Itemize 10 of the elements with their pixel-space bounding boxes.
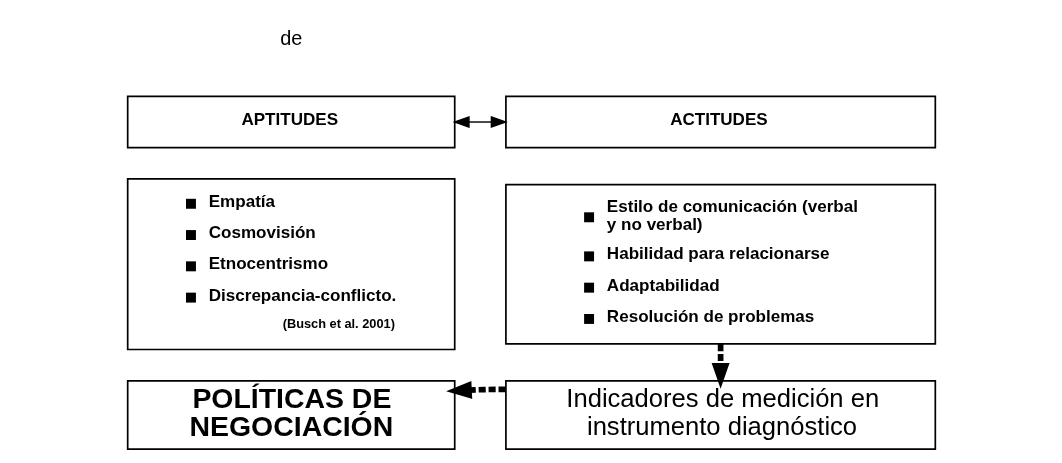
node-box: ACTITUDES: [504, 95, 936, 149]
node-box: POLÍTICAS DE NEGOCIACIÓN: [126, 379, 456, 450]
label: de: [279, 26, 302, 49]
arrow: [445, 380, 506, 399]
node-box: APTITUDES: [126, 95, 456, 149]
node-box: Empatía Cosmovisión Etnocentrismo Discrepancia-conflicto. (Busch et al. 2001): [126, 178, 456, 351]
node-box: Indicadores de medición en instrumento diagnóstico: [504, 379, 936, 450]
arrow: [452, 116, 508, 128]
arrow: [711, 343, 730, 389]
node-box: Estilo de comunicación (verbal y no verbal) Habilidad para relacionarse Adaptabilidad Resolución de problemas: [504, 183, 936, 345]
